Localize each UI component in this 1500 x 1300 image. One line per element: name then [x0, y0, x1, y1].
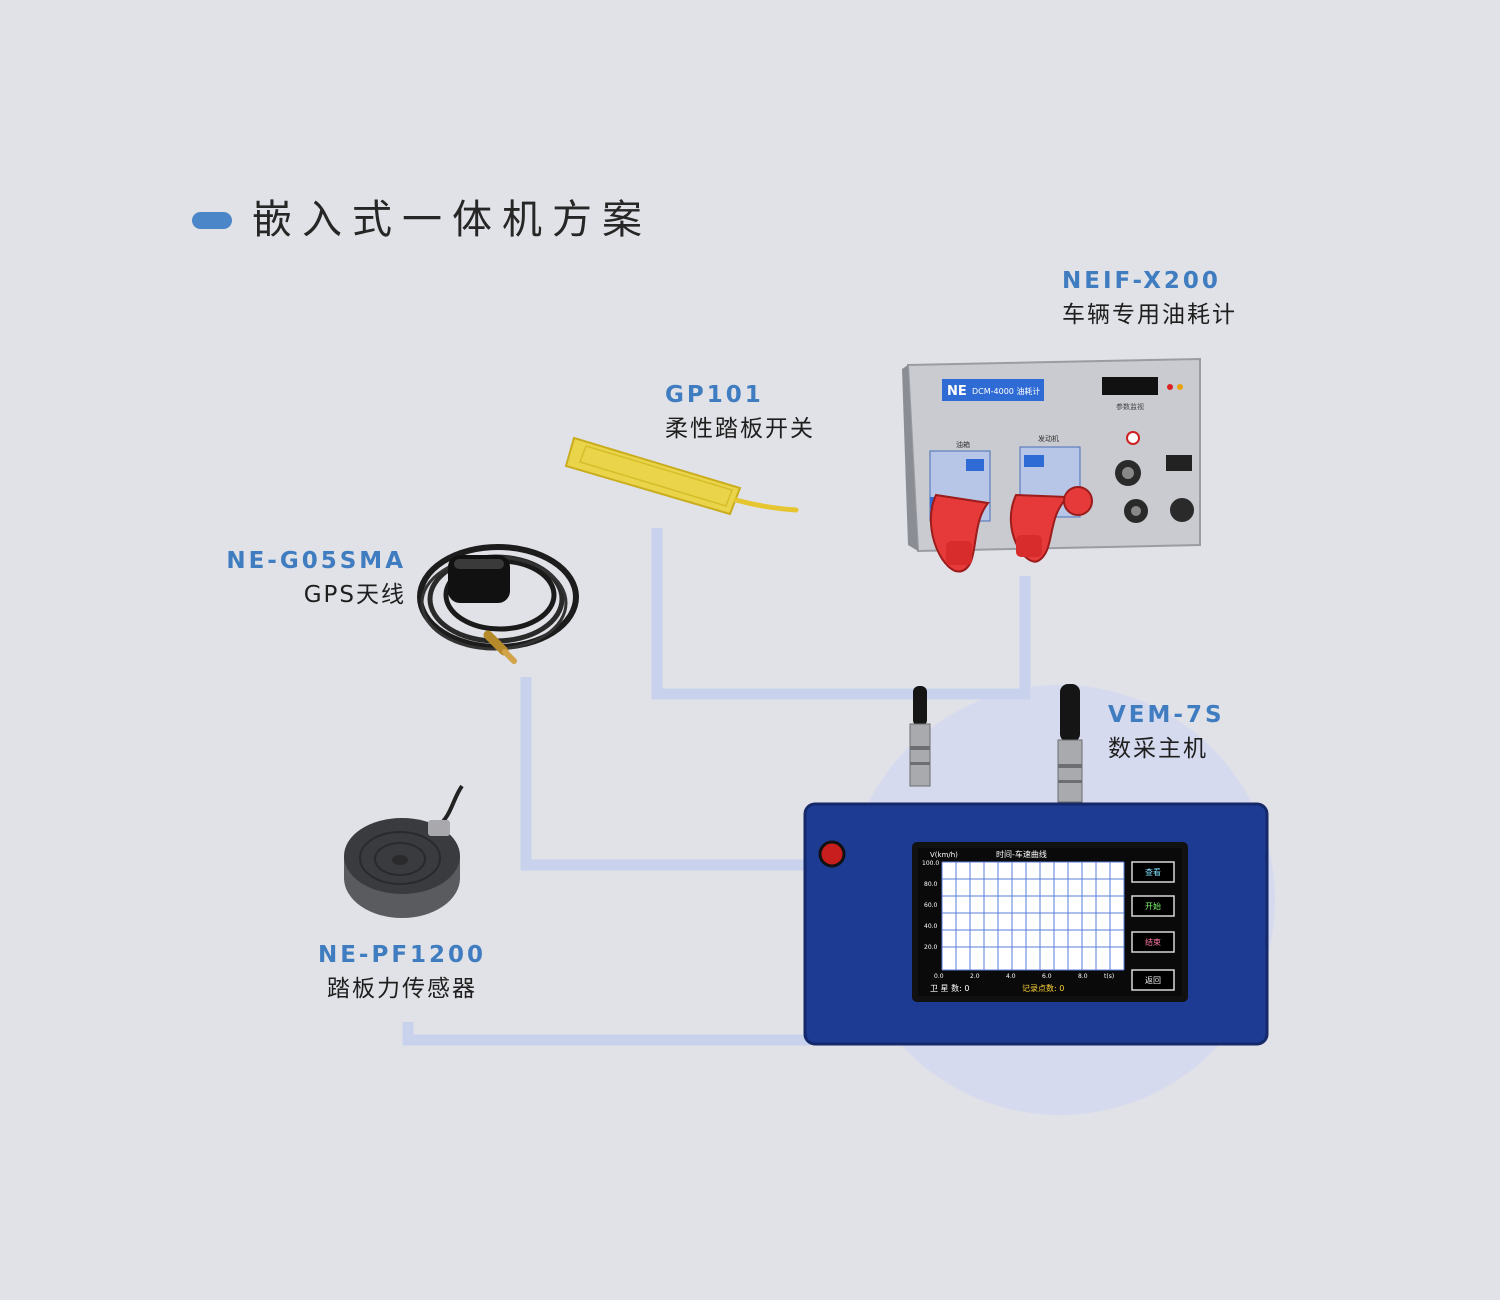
meter-display-caption: 参数监视: [1116, 402, 1144, 411]
antenna-left: [913, 686, 927, 726]
start-button-label: 开始: [1145, 901, 1161, 911]
gp101-name: 柔性踏板开关: [665, 415, 815, 442]
view-button-label: 查看: [1145, 867, 1161, 877]
antenna-right: [1060, 684, 1080, 742]
host-screen: V(km/h) 时间-车速曲线 100.0 80.0 60.0 40.0 20.…: [912, 842, 1188, 1002]
x-axis-unit: t(s): [1104, 973, 1114, 980]
power-button[interactable]: [818, 840, 846, 868]
meter-product: DCM-4000 油耗计: [972, 386, 1040, 396]
section-heading: 嵌入式一体机方案: [192, 196, 652, 244]
meter-brand-plate: [942, 379, 1044, 401]
gps-antenna-image: [417, 544, 579, 664]
view-button[interactable]: [1131, 861, 1175, 883]
end-button[interactable]: [1131, 931, 1175, 953]
satellite-count: 卫 星 数: 0: [930, 983, 969, 993]
vem-name: 数采主机: [1108, 735, 1208, 762]
neif-name: 车辆专用油耗计: [1062, 301, 1237, 328]
pedal-force-sensor-image: [344, 784, 464, 918]
meter-section-engine: 发动机: [1038, 434, 1059, 443]
vem-model: VEM-7S: [1108, 702, 1225, 728]
connector-gp101-neif: [651, 528, 1031, 700]
connector-gps-host: [520, 677, 810, 871]
label-pf: NE-PF1200 踏板力传感器: [300, 942, 504, 1003]
screen-chart-title: 时间-车速曲线: [996, 849, 1047, 859]
page-title: 嵌入式一体机方案: [252, 197, 652, 243]
y-tick-80: 80.0: [924, 881, 938, 888]
x-tick-2: 2.0: [970, 973, 980, 980]
y-tick-60: 60.0: [924, 902, 938, 909]
gps-name: GPS天线: [303, 581, 406, 608]
label-vem: VEM-7S 数采主机: [1108, 702, 1225, 763]
screen-y-unit: V(km/h): [930, 851, 958, 859]
connector-pf-host: [402, 1022, 810, 1046]
back-button-label: 返回: [1145, 976, 1161, 985]
fuel-meter-image: NE DCM-4000 油耗计 参数监视 油箱 发动机: [902, 357, 1201, 573]
meter-brand: NE: [947, 384, 967, 399]
meter-section-fuel: 油箱: [956, 440, 970, 449]
label-neif: NEIF-X200 车辆专用油耗计: [1062, 268, 1237, 329]
x-tick-4: 4.0: [1006, 973, 1016, 980]
y-tick-100: 100.0: [922, 860, 939, 867]
gp101-model: GP101: [665, 382, 764, 408]
pf-model: NE-PF1200: [317, 942, 487, 968]
x-tick-0: 0.0: [934, 973, 944, 980]
record-count: 记录点数: 0: [1022, 983, 1064, 993]
back-button[interactable]: [1131, 969, 1175, 991]
gps-model: NE-G05SMA: [226, 548, 406, 574]
neif-model: NEIF-X200: [1062, 268, 1221, 294]
label-gp101: GP101 柔性踏板开关: [665, 382, 815, 443]
heading-marker: [192, 211, 232, 229]
x-tick-6: 6.0: [1042, 973, 1052, 980]
y-tick-20: 20.0: [924, 944, 938, 951]
pedal-switch-image: [564, 436, 799, 516]
y-tick-40: 40.0: [924, 923, 938, 930]
end-button-label: 结束: [1145, 937, 1161, 947]
start-button[interactable]: [1131, 895, 1175, 917]
data-host-image: V(km/h) 时间-车速曲线 100.0 80.0 60.0 40.0 20.…: [803, 684, 1269, 1046]
label-gps: NE-G05SMA GPS天线: [220, 548, 406, 609]
meter-display: [1102, 377, 1158, 395]
pf-name: 踏板力传感器: [327, 975, 477, 1002]
x-tick-8: 8.0: [1078, 973, 1088, 980]
